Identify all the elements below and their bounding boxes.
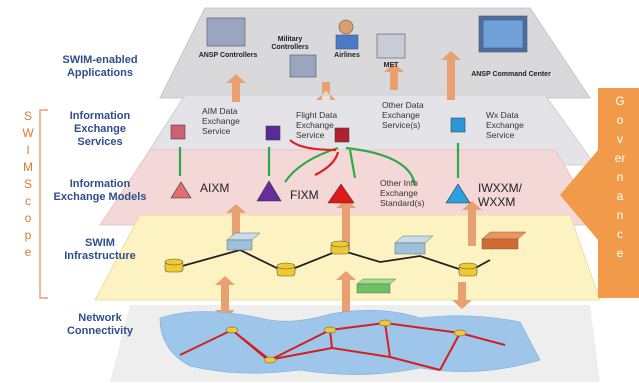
service-other: Other Data Exchange Service(s): [382, 100, 424, 130]
service-aim: AIM Data Exchange Service: [202, 106, 240, 136]
model-triangles: [170, 180, 471, 204]
governance-arrow: [560, 88, 639, 298]
app-met: MET: [383, 62, 399, 69]
swim-scope-vertical-text: SWIM Scope: [22, 109, 34, 259]
application-icons: [206, 15, 528, 78]
world-network: [159, 310, 541, 375]
layer-label-applications: SWIM-enabled Applications: [62, 54, 138, 79]
connectors: [178, 139, 460, 186]
layer-label-network: Network Connectivity: [66, 312, 133, 337]
infrastructure-network: [164, 231, 527, 294]
app-ansp-controllers: ANSP Controllers: [198, 52, 258, 59]
governance-vertical-text: Governance: [614, 94, 626, 260]
app-military-controllers: Military Controllers: [271, 36, 309, 51]
model-aixm: AIXM: [200, 181, 230, 195]
app-airlines: Airlines: [334, 52, 360, 59]
service-flight: Flight Data Exchange Service: [296, 110, 338, 140]
layer-label-models: Information Exchange Models: [53, 178, 147, 203]
scope-bracket: [39, 109, 48, 299]
app-ansp-command-center: ANSP Command Center: [471, 71, 551, 78]
layer-label-infrastructure: SWIM Infrastructure: [64, 237, 136, 262]
model-iwxxm: IWXXM/ WXXM: [478, 181, 522, 209]
service-wx: Wx Data Exchange Service: [486, 110, 524, 140]
layer-label-services: Information Exchange Services: [69, 110, 131, 148]
model-fixm: FIXM: [290, 188, 319, 202]
service-cubes: [170, 117, 466, 143]
model-other: Other Info Exchange Standard(s): [380, 178, 425, 208]
